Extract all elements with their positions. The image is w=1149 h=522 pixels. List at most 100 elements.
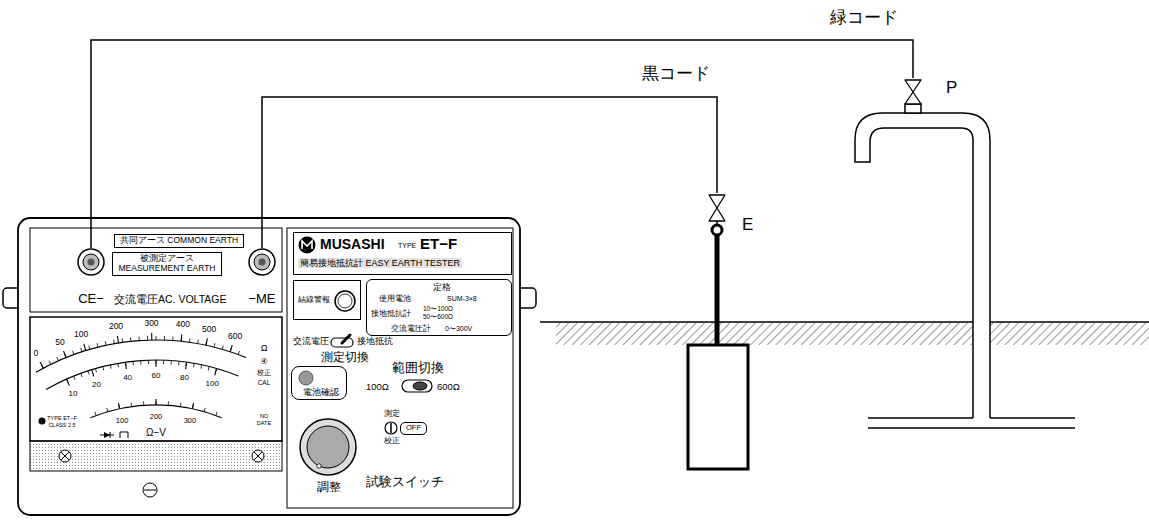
meter-tick [197, 340, 199, 344]
box-label: ET−F [420, 235, 457, 252]
box-label: 10〜100Ω [423, 305, 453, 312]
meter-tick [57, 357, 59, 361]
meter-tick [147, 336, 148, 340]
meter-text: 200 [109, 322, 123, 332]
meter-text: 200 [150, 413, 163, 422]
box-label: TYPE [398, 242, 416, 250]
water-faucet [855, 113, 990, 418]
brand-plate: MUSASHI TYPE ET−F 簡易接地抵抗計 EASY EARTH TESTER [293, 232, 512, 275]
box-label: MUSASHI [320, 236, 385, 252]
panel-label: 調整 [317, 481, 341, 495]
terminal-symbol [259, 259, 266, 266]
terminal-symbol [88, 259, 95, 266]
alarm-lamp-box: 結線警報 [293, 280, 361, 320]
meter-text: 10 [69, 389, 78, 398]
tester-housing [18, 218, 520, 515]
meter-tick [230, 345, 232, 352]
meter-tick [73, 351, 74, 355]
meter-text: 300 [144, 319, 158, 329]
terminal-symbol [243, 248, 281, 276]
meter-text: 60 [152, 371, 161, 380]
meter-tick [118, 403, 119, 409]
meter-tick [49, 361, 51, 365]
meter-tick [89, 346, 90, 350]
meter-tick [181, 334, 183, 341]
meter-tick [67, 379, 70, 385]
meter-tick [88, 371, 89, 375]
meter-text: 100 [206, 379, 219, 388]
node-label: P [946, 78, 957, 98]
terminal-symbol [249, 249, 275, 275]
meter-tick [84, 344, 86, 351]
meter-text: 80 [180, 373, 189, 382]
meter-tick [215, 369, 217, 376]
meter-tick [156, 336, 157, 340]
meter-tick [40, 362, 43, 368]
meter-tick [122, 338, 124, 342]
earth-electrode [688, 345, 748, 469]
panel-label: 校正 [384, 437, 400, 446]
panel-label: 600Ω [437, 382, 460, 393]
tester-housing [30, 317, 282, 441]
meter-tick [125, 362, 126, 369]
meter-tick [155, 360, 156, 367]
meter-text: 300 [184, 416, 197, 425]
clip-symbol [712, 225, 722, 235]
tester-housing [30, 441, 282, 471]
meter-tick [192, 403, 193, 409]
box-label: 電池確認 [303, 388, 339, 398]
meter-tick [130, 337, 131, 341]
panel-label: 測定 [384, 410, 400, 419]
plate-label: OFF [406, 424, 421, 433]
ground [556, 323, 1149, 345]
adjust-knob [307, 426, 349, 468]
terminal-symbol [72, 248, 110, 276]
cord-label: 黒コード [640, 64, 712, 84]
meter-tick [193, 363, 195, 367]
meter-text: 100 [74, 330, 88, 340]
box-label: 結線警報 [298, 295, 330, 304]
meter-text: 校正 [257, 369, 271, 377]
tester-housing [3, 218, 536, 515]
earth-electrode [715, 234, 720, 345]
terminal-me: −ME [243, 248, 281, 308]
terminal-label: −ME [248, 292, 275, 307]
meter-tick [186, 362, 187, 369]
meter-tick [81, 348, 82, 352]
meter-tick [189, 338, 191, 342]
faucet-p: P [896, 78, 976, 108]
meter-tick [131, 403, 133, 407]
adjust-knob [300, 419, 356, 475]
panel-label: 交流電圧 [293, 337, 329, 347]
tester-housing [30, 228, 282, 312]
meter-text: 600 [228, 332, 242, 342]
panel-label: 接地抵抗 [357, 337, 393, 347]
switch [402, 380, 432, 392]
meter-text: CAL [258, 379, 271, 386]
panel-label: 100Ω [366, 382, 389, 393]
lamp-symbol [338, 294, 352, 308]
meter-tick [95, 369, 96, 373]
meter-tick [204, 408, 205, 412]
meter-face [36, 333, 246, 438]
meter-text: 50 [55, 338, 64, 348]
meter-text: NO [260, 413, 268, 419]
battery-check-box: 電池確認 [291, 366, 347, 400]
meter-tick [143, 401, 144, 405]
clip-symbol [905, 80, 921, 104]
meter-text: TYPE ET−F [47, 415, 77, 421]
meter-tick [139, 337, 140, 341]
switch [342, 335, 350, 343]
plate-label: 被測定アース MEASUREMENT EARTH [118, 254, 216, 274]
meter-tick [107, 408, 108, 412]
meter-tick [110, 365, 112, 369]
meter-scale-arc [46, 360, 238, 389]
box-label: 簡易接地抵抗計 EASY EARTH TESTER [298, 258, 462, 268]
meter-tick [133, 361, 134, 365]
earth-electrode-e: E [700, 193, 770, 241]
box-label: 50〜600Ω [423, 313, 453, 320]
cord-label: 緑コード [828, 8, 900, 28]
adjust-knob [300, 419, 356, 475]
meter-tick [164, 336, 165, 340]
